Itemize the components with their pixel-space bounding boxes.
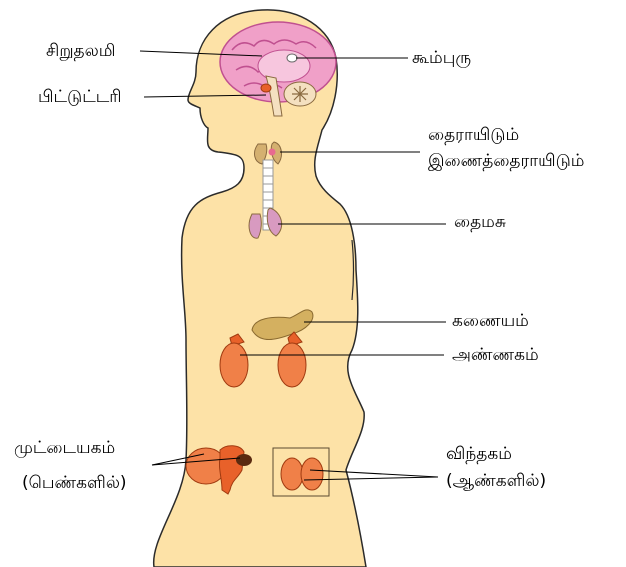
kidney-right [278, 343, 306, 387]
label-adrenal: அண்ணகம் [452, 344, 539, 366]
label-ovary-line1: முட்டையகம் [14, 437, 115, 459]
label-pancreas: கணையம் [452, 310, 529, 332]
testis-right [301, 458, 323, 490]
pituitary-gland [261, 84, 271, 92]
label-testis-line1: விந்தகம் [446, 443, 512, 465]
testis-left [281, 458, 303, 490]
label-ovary-line2: (பெண்களில்) [22, 472, 127, 494]
parathyroid-gland [269, 149, 276, 156]
cerebellum-star [292, 86, 308, 102]
label-thyroid: தைராயிடும் [428, 124, 519, 146]
label-hypothalamus: சிறுதலமி [46, 40, 115, 62]
label-parathyroid: இணைத்தைராயிடும் [428, 150, 584, 172]
label-thymus: தைமசு [454, 211, 506, 233]
ovary-right [236, 454, 252, 466]
kidney-left [220, 343, 248, 387]
label-testis-line2: (ஆண்களில்) [446, 470, 546, 492]
pineal-gland [287, 54, 297, 62]
label-pituitary: பிட்டுட்டரி [38, 86, 122, 108]
label-pineal: கூம்புரு [412, 47, 471, 69]
brain-core [258, 50, 310, 82]
